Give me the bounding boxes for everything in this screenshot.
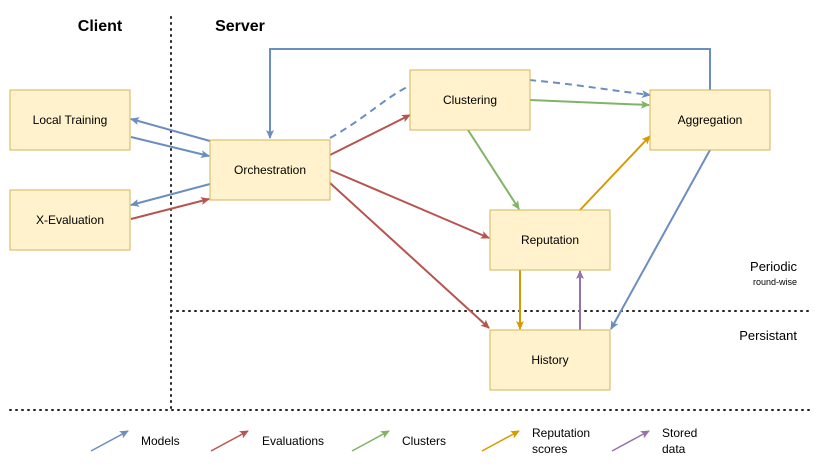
- edge-orchestration-to-reputation: [329, 169, 490, 239]
- edge-orchestration-to-local-training: [130, 117, 211, 142]
- client-header: Client: [78, 18, 123, 35]
- node-aggregation: Aggregation: [649, 89, 771, 151]
- legend-reputation-label-2: scores: [532, 442, 567, 456]
- node-orchestration: Orchestration: [209, 139, 331, 201]
- persistent-label: Persistant: [739, 328, 797, 343]
- edge-local-training-to-orchestration: [130, 136, 210, 158]
- legend-models-arrow: [90, 430, 129, 452]
- node-local-training-label: Local Training: [33, 113, 108, 127]
- node-x-evaluation: X-Evaluation: [9, 189, 131, 251]
- edge-clustering-to-aggregation: [529, 99, 650, 109]
- legend-evaluations-label: Evaluations: [262, 434, 324, 448]
- server-header: Server: [215, 18, 265, 35]
- edge-orchestration-to-x-evaluation: [130, 183, 211, 207]
- node-clustering-label: Clustering: [443, 93, 497, 107]
- legend-stored-label-1: Stored: [662, 426, 697, 440]
- edge-reputation-to-aggregation: [579, 135, 651, 211]
- node-x-evaluation-label: X-Evaluation: [36, 213, 104, 227]
- edge-aggregation-to-orchestration: [266, 48, 711, 139]
- node-aggregation-label: Aggregation: [678, 113, 743, 127]
- legend-stored-label-2: data: [662, 442, 686, 456]
- edge-orchestration-to-clustering: [329, 114, 411, 156]
- node-local-training: Local Training: [9, 89, 131, 151]
- node-reputation: Reputation: [489, 209, 611, 271]
- legend: Models Evaluations Clusters Reputation s…: [90, 426, 697, 456]
- legend-clusters-arrow: [351, 430, 390, 452]
- edge-x-evaluation-to-orchestration: [130, 197, 210, 220]
- legend-reputation-arrow: [481, 430, 520, 452]
- node-clustering: Clustering: [409, 69, 531, 131]
- legend-stored-arrow: [611, 430, 650, 452]
- node-reputation-label: Reputation: [521, 233, 579, 247]
- node-history-label: History: [531, 353, 568, 367]
- edge-orchestration-to-history: [329, 182, 490, 329]
- legend-models-label: Models: [141, 434, 180, 448]
- edge-aggregation-to-history: [610, 149, 711, 330]
- node-orchestration-label: Orchestration: [234, 163, 306, 177]
- edge-clustering-to-reputation: [467, 129, 520, 210]
- periodic-sublabel: round-wise: [753, 277, 797, 287]
- legend-clusters-label: Clusters: [402, 434, 446, 448]
- legend-evaluations-arrow: [210, 430, 249, 452]
- legend-reputation-label-1: Reputation: [532, 426, 590, 440]
- node-history: History: [489, 329, 611, 391]
- periodic-label: Periodic: [750, 259, 797, 274]
